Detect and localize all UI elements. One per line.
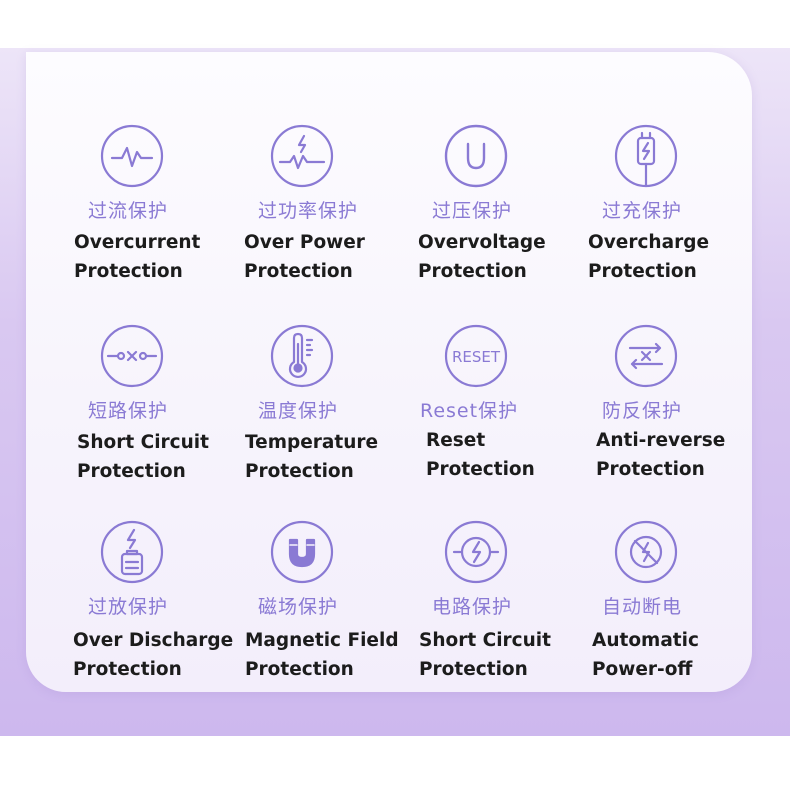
feature-cn-label: 过压保护 (432, 200, 513, 222)
feature-cn-label: 电路保护 (432, 596, 513, 618)
feature-cn-label: 防反保护 (602, 400, 683, 422)
feature-cn-label: 过流保护 (88, 200, 169, 222)
reset-icon: RESET (444, 324, 508, 388)
circuit-bolt-icon (444, 520, 508, 584)
feature-cn-label: Reset保护 (420, 400, 519, 422)
feature-cn-label: 温度保护 (258, 400, 339, 422)
feature-cn-label: 短路保护 (88, 400, 169, 422)
reverse-arrows-icon (614, 324, 678, 388)
voltage-u-icon (444, 124, 508, 188)
power-off-icon (614, 520, 678, 584)
magnet-icon (270, 520, 334, 584)
feature-cn-label: 自动断电 (602, 596, 683, 618)
battery-bolt-icon (100, 520, 164, 584)
feature-cn-label: 过功率保护 (258, 200, 359, 222)
feature-cn-label: 磁场保护 (258, 596, 339, 618)
power-pulse-icon (270, 124, 334, 188)
feature-cn-label: 过放保护 (88, 596, 169, 618)
bottom-white-strip (0, 736, 790, 790)
charging-cable-icon (614, 124, 678, 188)
short-circuit-icon (100, 324, 164, 388)
reset-icon-text: RESET (452, 348, 501, 366)
heartbeat-icon (100, 124, 164, 188)
thermometer-icon (270, 324, 334, 388)
feature-cn-label: 过充保护 (602, 200, 683, 222)
